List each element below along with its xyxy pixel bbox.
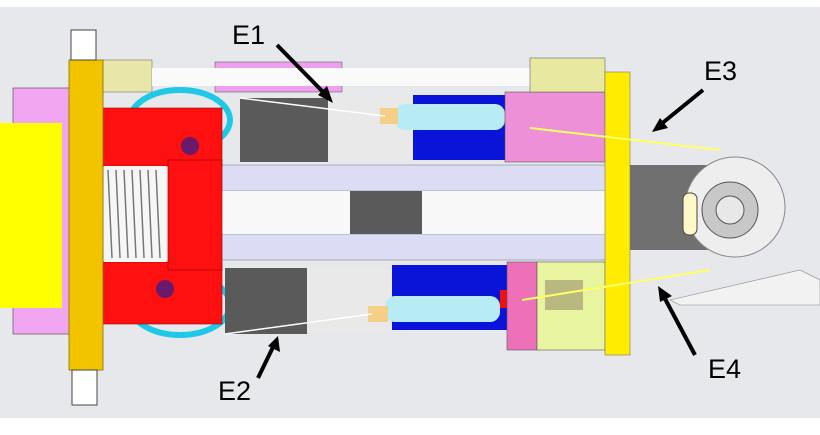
bottom-bolt <box>71 369 98 406</box>
spring <box>107 169 161 259</box>
yellow-motor <box>0 123 62 308</box>
top-beige-block <box>99 59 153 93</box>
cable-e1 <box>239 97 386 117</box>
lower-white-cylinder <box>307 268 392 332</box>
slot <box>682 192 698 236</box>
upper-sensor-body <box>395 104 505 130</box>
red-frame-center <box>167 159 223 271</box>
left-flange <box>68 59 104 371</box>
upper-connector <box>380 108 398 124</box>
top-bolt <box>70 29 97 61</box>
upper-dark-cylinder <box>240 98 328 162</box>
cable-e4 <box>521 269 711 301</box>
lower-connector <box>368 306 388 322</box>
upper-right-pink-block <box>504 91 606 163</box>
lower-guide-rod <box>221 233 613 261</box>
label-e1: E1 <box>232 20 266 50</box>
lower-dark-cylinder <box>225 268 307 334</box>
red-frame-top <box>99 107 223 167</box>
cable-e3 <box>529 127 721 151</box>
label-e2: E2 <box>218 376 252 406</box>
lower-sensor-body <box>385 296 500 322</box>
label-e3: E3 <box>704 56 738 86</box>
lower-right-bracket <box>669 269 820 306</box>
top-white-rod <box>152 68 532 86</box>
upper-pin <box>181 137 199 155</box>
center-dark-block <box>350 191 422 234</box>
cable-e2 <box>224 313 373 335</box>
upper-guide-rod <box>221 164 613 192</box>
roller-axle <box>715 195 745 225</box>
label-e4: E4 <box>708 354 742 384</box>
upper-right-beige-block <box>529 57 606 93</box>
arrows <box>256 43 705 379</box>
lower-right-pink-block <box>506 261 538 351</box>
right-yellow-plate <box>604 71 631 356</box>
lower-pin <box>156 280 174 298</box>
